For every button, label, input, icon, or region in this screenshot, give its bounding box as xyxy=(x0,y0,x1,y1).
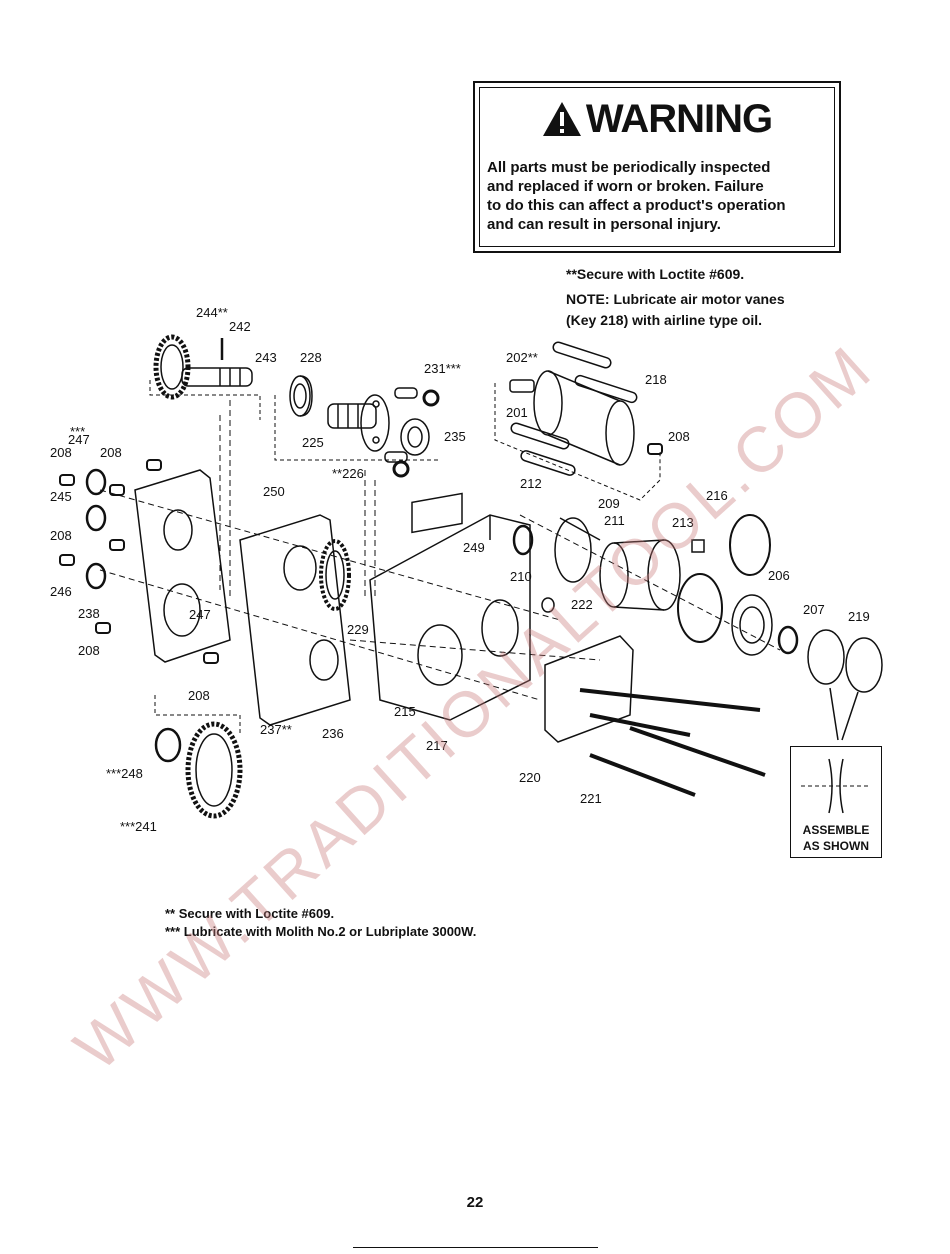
washer-219a xyxy=(807,629,845,685)
label-237: 237** xyxy=(260,722,292,737)
label-202: 202** xyxy=(506,350,538,365)
rotor-201 xyxy=(509,370,635,466)
washer-219b xyxy=(845,637,883,693)
label-208-d: 208 xyxy=(78,643,100,658)
ring-gear-229 xyxy=(319,539,351,611)
o-ring-222 xyxy=(541,597,555,613)
label-212: 212 xyxy=(520,476,542,491)
label-238: 238 xyxy=(78,606,100,621)
pin-202 xyxy=(509,379,535,393)
carrier-226 xyxy=(360,387,418,463)
label-249: 249 xyxy=(463,540,485,555)
label-211: 211 xyxy=(604,513,625,528)
end-cap-220 xyxy=(544,635,634,743)
label-231: 231*** xyxy=(424,361,461,376)
tie-rods-221 xyxy=(579,688,766,797)
warning-box: WARNING All parts must be periodically i… xyxy=(473,81,841,253)
label-219: 219 xyxy=(848,609,870,624)
lubricate-note-line-2: (Key 218) with airline type oil. xyxy=(566,312,763,328)
label-241: ***241 xyxy=(120,819,157,834)
label-250: 250 xyxy=(263,484,285,499)
assembly-washers-icon xyxy=(801,758,871,814)
housing-217 xyxy=(369,492,531,721)
label-221: 221 xyxy=(580,791,602,806)
plate-250 xyxy=(239,514,351,726)
bearing-247 xyxy=(85,468,107,496)
assemble-as-shown-box: ASSEMBLE AS SHOWN xyxy=(790,746,882,858)
label-225: 225 xyxy=(302,435,324,450)
gear-241 xyxy=(185,721,243,819)
nut-231 xyxy=(392,389,440,478)
plate-238 xyxy=(134,469,231,663)
bearing-248 xyxy=(154,727,182,763)
label-213: 213 xyxy=(672,515,694,530)
label-208-c: 208 xyxy=(50,528,72,543)
page-number: 22 xyxy=(466,1194,484,1211)
assemble-line-1: ASSEMBLE xyxy=(802,823,870,837)
exploded-parts-diagram: 244** 242 243 228 231*** 202** 218 201 2… xyxy=(50,305,883,834)
label-248: ***248 xyxy=(106,766,143,781)
label-209: 209 xyxy=(598,496,620,511)
label-228: 228 xyxy=(300,350,322,365)
rotor-shaft-225 xyxy=(327,403,377,429)
cylinder-211 xyxy=(599,539,681,611)
label-217: 217 xyxy=(426,738,448,753)
label-206: 206 xyxy=(768,568,790,583)
o-ring-216b xyxy=(677,573,723,643)
washer-235 xyxy=(400,418,430,456)
label-229: 229 xyxy=(347,622,369,637)
label-218: 218 xyxy=(645,372,667,387)
footnote-lubricate: *** Lubricate with Molith No.2 or Lubrip… xyxy=(165,924,477,939)
label-220: 220 xyxy=(519,770,541,785)
label-208-e: 208 xyxy=(188,688,210,703)
label-235: 235 xyxy=(444,429,466,444)
label-201: 201 xyxy=(506,405,528,420)
screws-208 xyxy=(59,443,663,664)
end-plate-206 xyxy=(731,594,773,656)
label-215: 215 xyxy=(394,704,416,719)
lubricate-note-line-1: NOTE: Lubricate air motor vanes xyxy=(566,291,785,307)
label-245: 245 xyxy=(50,489,72,504)
label-247-b: 247 xyxy=(189,607,211,622)
label-244: 244** xyxy=(196,305,228,320)
label-242: 242 xyxy=(229,319,251,334)
label-208-right: 208 xyxy=(668,429,690,444)
gear-244 xyxy=(153,334,191,400)
label-222: 222 xyxy=(571,597,593,612)
o-ring-216a xyxy=(729,514,771,576)
label-247-stars: *** xyxy=(70,424,85,439)
assemble-line-2: AS SHOWN xyxy=(803,839,869,853)
bottom-rule xyxy=(353,1247,598,1248)
label-246: 246 xyxy=(50,584,72,599)
bearing-228 xyxy=(289,375,313,417)
label-247: 247 xyxy=(68,432,90,447)
label-207: 207 xyxy=(803,602,825,617)
end-cover-209 xyxy=(554,517,601,583)
bearing-210 xyxy=(512,524,534,556)
shaft-243 xyxy=(181,367,253,387)
bearing-246 xyxy=(85,562,107,590)
label-243: 243 xyxy=(255,350,277,365)
label-210: 210 xyxy=(510,569,532,584)
label-226: **226 xyxy=(332,466,364,481)
bearing-245 xyxy=(85,504,107,532)
footnote-loctite: ** Secure with Loctite #609. xyxy=(165,906,335,921)
label-216: 216 xyxy=(706,488,728,503)
label-208-a: 208 xyxy=(50,445,72,460)
pin-213 xyxy=(691,539,705,553)
label-208-b: 208 xyxy=(100,445,122,460)
label-236: 236 xyxy=(322,726,344,741)
bearing-207 xyxy=(777,625,799,655)
loctite-note: **Secure with Loctite #609. xyxy=(566,266,745,282)
